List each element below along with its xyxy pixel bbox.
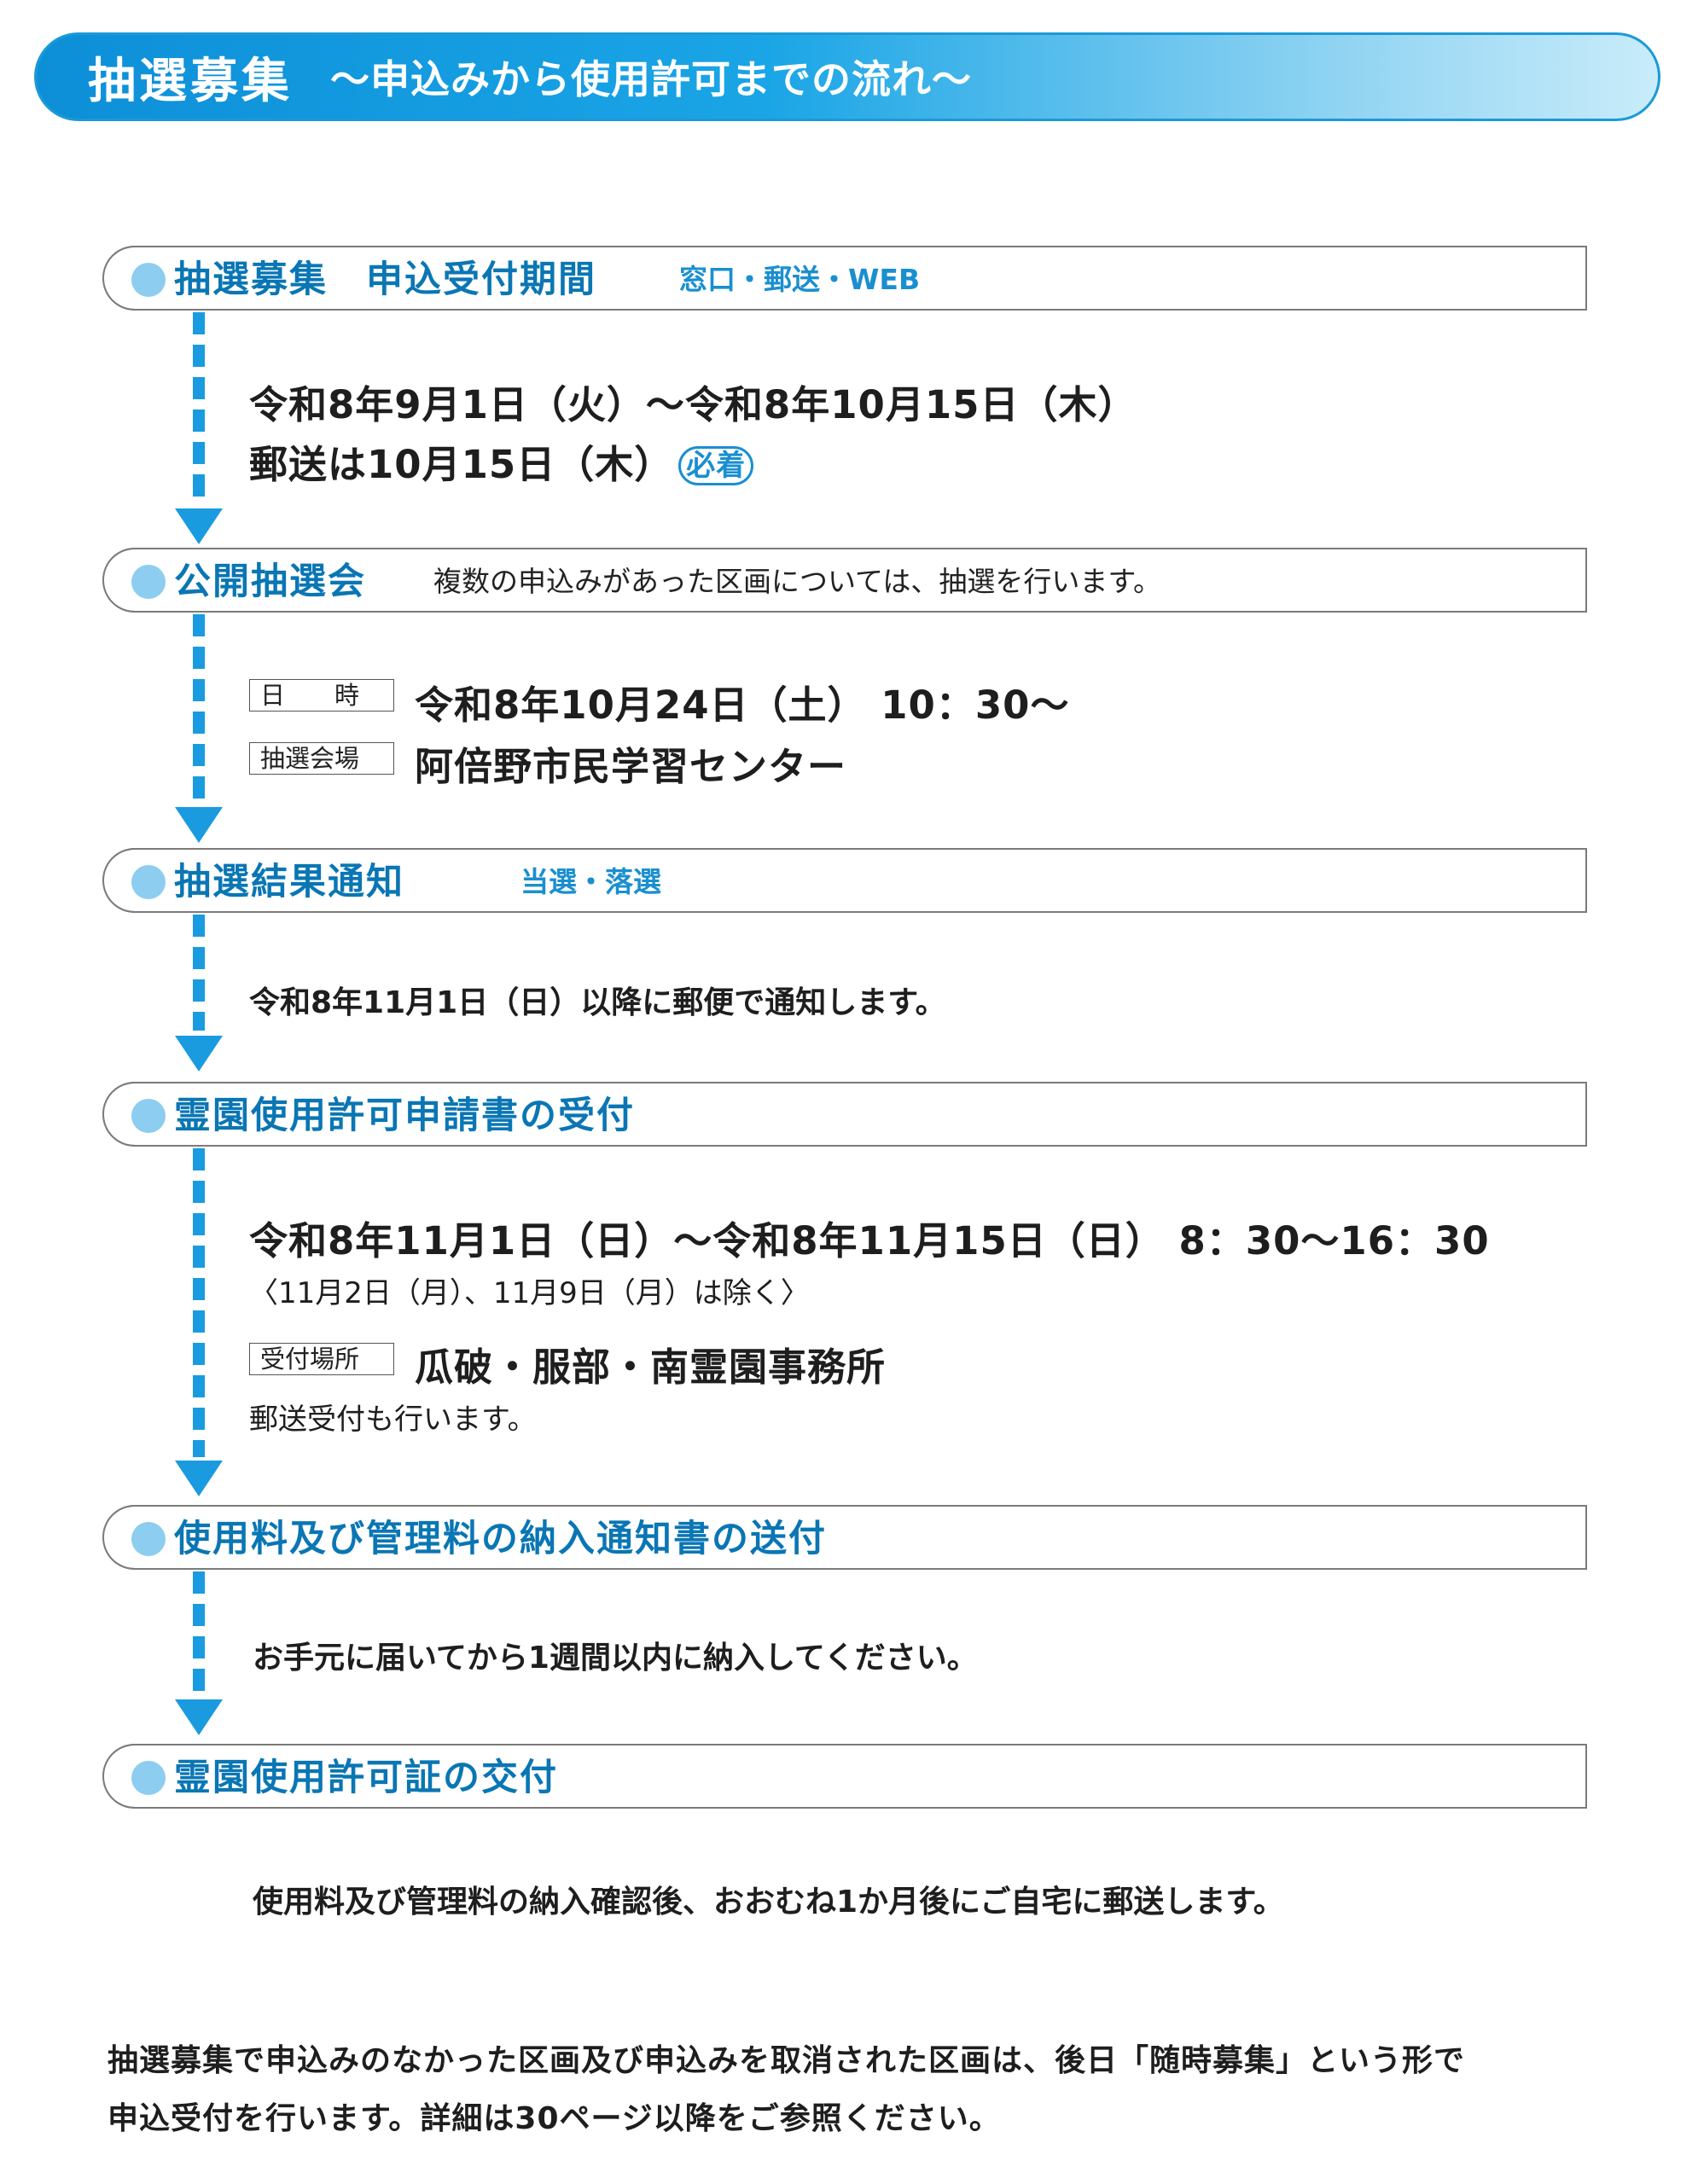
step-note: 窓口・郵送・WEB (679, 263, 921, 296)
flow-connector (193, 614, 205, 805)
flow-connector (193, 915, 205, 1031)
step-title: 霊園使用許可申請書の受付 (174, 1095, 635, 1137)
mail-deadline-line: 郵送は10月15日（木）必着 (249, 433, 754, 489)
flow-connector (193, 312, 205, 505)
down-arrow-icon (175, 1036, 223, 1072)
bullet-circle-icon (131, 1522, 166, 1556)
step-title: 抽選募集 申込受付期間 (174, 258, 596, 301)
permit-delivery-text: 使用料及び管理料の納入確認後、おおむね1か月後にご自宅に郵送します。 (253, 1885, 1284, 1920)
datetime-label: 日 時 (249, 679, 394, 712)
header-banner: 抽選募集 ～申込みから使用許可までの流れ～ (34, 32, 1660, 121)
page-subtitle: ～申込みから使用許可までの流れ～ (330, 56, 972, 102)
bullet-circle-icon (131, 263, 166, 297)
bullet-circle-icon (131, 1761, 166, 1795)
step-lottery-result: 抽選結果通知 当選・落選 (102, 848, 1587, 913)
step-permit-issuance: 霊園使用許可証の交付 (102, 1744, 1587, 1809)
step-title: 霊園使用許可証の交付 (174, 1757, 558, 1799)
venue-label: 抽選会場 (249, 742, 394, 775)
step-title: 抽選結果通知 (174, 861, 404, 903)
down-arrow-icon (175, 807, 223, 843)
step-title: 使用料及び管理料の納入通知書の送付 (174, 1518, 827, 1560)
step-public-lottery: 公開抽選会 複数の申込みがあった区画については、抽選を行います。 (102, 548, 1587, 613)
reception-place-value: 瓜破・服部・南霊園事務所 (415, 1345, 887, 1390)
bullet-circle-icon (131, 565, 166, 599)
step-note: 複数の申込みがあった区画については、抽選を行います。 (433, 565, 1162, 598)
step-note: 当選・落選 (520, 865, 661, 898)
down-arrow-icon (175, 1699, 223, 1735)
venue-value: 阿倍野市民学習センター (415, 744, 847, 789)
down-arrow-icon (175, 1461, 223, 1496)
payment-deadline-text: お手元に届いてから1週間以内に納入してください。 (253, 1641, 978, 1676)
step-permit-application: 霊園使用許可申請書の受付 (102, 1082, 1587, 1147)
flow-connector (193, 1571, 205, 1698)
arrival-badge: 必着 (678, 446, 754, 485)
period-text: 令和8年9月1日（火）～令和8年10月15日（木） (249, 382, 1137, 427)
step-title: 公開抽選会 (174, 561, 366, 603)
flow-connector (193, 1148, 205, 1457)
bullet-circle-icon (131, 1099, 166, 1133)
datetime-value: 令和8年10月24日（土） 10：30～ (415, 682, 1070, 728)
mail-deadline-text: 郵送は10月15日（木） (249, 442, 674, 487)
footer-note-line: 抽選募集で申込みのなかった区画及び申込みを取消された区画は、後日「随時募集」とい… (108, 2043, 1466, 2078)
step-payment-notice: 使用料及び管理料の納入通知書の送付 (102, 1505, 1587, 1570)
footer-note-line: 申込受付を行います。詳細は30ページ以降をご参照ください。 (108, 2101, 1001, 2136)
step-application-period: 抽選募集 申込受付期間 窓口・郵送・WEB (102, 246, 1587, 311)
result-notice-text: 令和8年11月1日（日）以降に郵便で通知します。 (249, 985, 946, 1020)
reception-period-text: 令和8年11月1日（日）～令和8年11月15日（日） 8：30～16：30 (249, 1218, 1490, 1263)
page-title: 抽選募集 (88, 53, 293, 109)
down-arrow-icon (175, 508, 223, 544)
bullet-circle-icon (131, 865, 166, 899)
mail-reception-text: 郵送受付も行います。 (249, 1403, 537, 1437)
excluded-dates-text: 〈11月2日（月）、11月9日（月）は除く〉 (249, 1276, 810, 1310)
reception-place-label: 受付場所 (249, 1343, 394, 1375)
